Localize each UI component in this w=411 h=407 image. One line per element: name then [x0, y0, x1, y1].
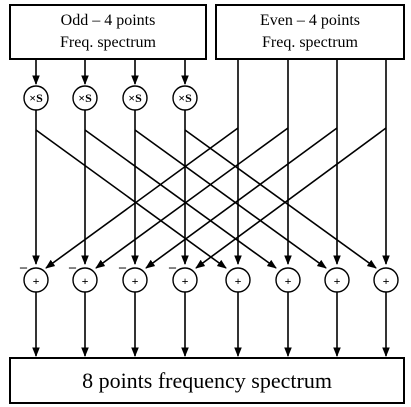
svg-text:–: – — [118, 260, 127, 275]
even-box-line1: Even – 4 points — [260, 12, 360, 29]
odd-input-wires — [32, 59, 189, 85]
svg-text:–: – — [68, 260, 77, 275]
adder-node: + — [172, 267, 198, 293]
svg-text:×S: ×S — [178, 91, 192, 105]
multiplier-node: ×S — [172, 85, 198, 111]
adder-node: + — [373, 267, 399, 293]
adder-node: + — [324, 267, 350, 293]
svg-text:×S: ×S — [78, 91, 92, 105]
output-wires — [32, 292, 390, 357]
odd-cross-wires — [35, 129, 377, 269]
subtract-signs: – – – – — [19, 260, 177, 275]
adder-node: + — [225, 267, 251, 293]
even-box-line2: Freq. spectrum — [262, 34, 359, 51]
output-box-label: 8 points frequency spectrum — [82, 368, 332, 393]
multiplier-node: ×S — [72, 85, 98, 111]
svg-text:+: + — [33, 274, 40, 288]
multiplier-node: ×S — [23, 85, 49, 111]
output-spectrum-box: 8 points frequency spectrum — [9, 357, 405, 404]
svg-text:–: – — [168, 260, 177, 275]
svg-text:+: + — [182, 274, 189, 288]
svg-text:+: + — [285, 274, 292, 288]
svg-text:+: + — [383, 274, 390, 288]
adder-node: + — [72, 267, 98, 293]
odd-box-line2: Freq. spectrum — [60, 34, 157, 51]
even-cross-wires — [45, 127, 387, 269]
svg-text:–: – — [19, 260, 28, 275]
adder-node: + — [122, 267, 148, 293]
svg-text:+: + — [82, 274, 89, 288]
svg-text:+: + — [334, 274, 341, 288]
adder-node: + — [275, 267, 301, 293]
multiplier-node: ×S — [122, 85, 148, 111]
adder-nodes: + + + + + + + + — [23, 267, 399, 293]
svg-text:×S: ×S — [128, 91, 142, 105]
svg-text:+: + — [235, 274, 242, 288]
even-spectrum-box: Even – 4 points Freq. spectrum — [215, 4, 405, 60]
odd-spectrum-box: Odd – 4 points Freq. spectrum — [9, 4, 207, 60]
svg-text:+: + — [132, 274, 139, 288]
even-straight-wires — [234, 59, 390, 265]
adder-node: + — [23, 267, 49, 293]
svg-text:×S: ×S — [29, 91, 43, 105]
multiplier-nodes: ×S ×S ×S ×S — [23, 85, 198, 111]
odd-box-line1: Odd – 4 points — [61, 12, 156, 29]
